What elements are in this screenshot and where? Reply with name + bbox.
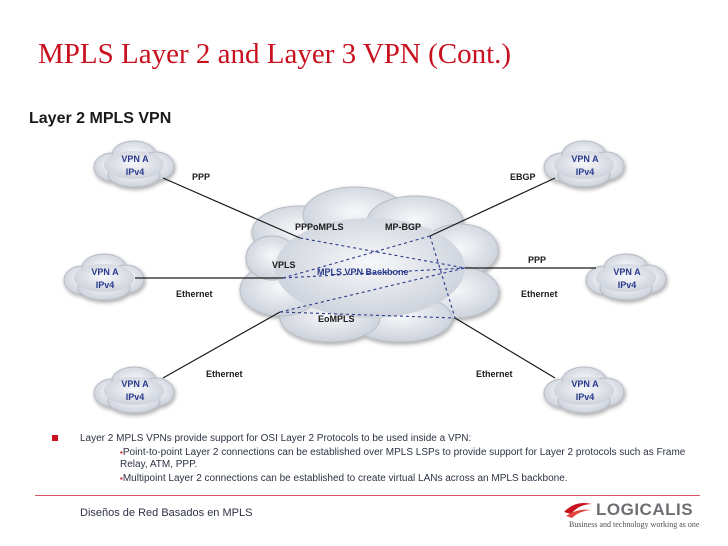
site-cloud-mid-right: [585, 253, 667, 301]
site-top-right-line2: IPv4: [576, 167, 595, 177]
link-top-right: [429, 177, 556, 237]
site-top-left-line2: IPv4: [126, 167, 145, 177]
label-ethernet-bottom-left: Ethernet: [206, 369, 243, 379]
site-top-right-line1: VPN A: [571, 154, 599, 164]
bullet-sub-1-text: Point-to-point Layer 2 connections can b…: [120, 447, 686, 470]
site-cloud-bottom-left: [93, 366, 175, 414]
label-vpls: VPLS: [272, 260, 296, 270]
logicalis-logo: LOGICALIS Business and technology workin…: [561, 498, 701, 532]
site-cloud-bottom-right: [543, 366, 625, 414]
label-ethernet-bottom-right: Ethernet: [476, 369, 513, 379]
vpn-diagram: VPN A IPv4 VPN A IPv4 VPN A IPv4 VPN A I…: [63, 140, 667, 414]
label-pppompls: PPPoMPLS: [295, 222, 344, 232]
site-cloud-top-right: [543, 140, 625, 188]
pseudowire-bgp-1: [282, 235, 431, 279]
site-mid-right-line1: VPN A: [613, 267, 641, 277]
site-mid-left-line1: VPN A: [91, 267, 119, 277]
bullet-sub-2-text: Multipoint Layer 2 connections can be es…: [122, 473, 568, 484]
site-cloud-top-left: [93, 140, 175, 188]
pseudowire-vpls-1: [282, 267, 466, 279]
slide-title: MPLS Layer 2 and Layer 3 VPN (Cont.): [38, 38, 512, 70]
logo-tagline: Business and technology working as one: [569, 520, 700, 529]
backbone-label: MPLS VPN Backbone: [317, 267, 409, 277]
pseudowire-ppp: [299, 237, 466, 269]
label-ebgp: EBGP: [510, 172, 536, 182]
site-bottom-right-line1: VPN A: [571, 379, 599, 389]
logo-swoosh-icon: [564, 503, 592, 518]
label-ppp-right: PPP: [528, 255, 546, 265]
pseudowire-vpls-2: [279, 267, 466, 313]
link-top-left: [162, 177, 301, 239]
site-bottom-right-line2: IPv4: [576, 392, 595, 402]
site-cloud-mid-left: [63, 253, 145, 301]
link-bottom-right: [454, 317, 556, 379]
label-mpbgp: MP-BGP: [385, 222, 421, 232]
bullet-sub-2: ▪Multipoint Layer 2 connections can be e…: [48, 473, 698, 485]
pseudowire-bgp-2: [429, 235, 456, 319]
pseudowire-eompls: [279, 311, 456, 319]
site-mid-right-line2: IPv4: [618, 280, 637, 290]
diagram-heading: Layer 2 MPLS VPN: [29, 110, 172, 127]
label-ethernet-left: Ethernet: [176, 289, 213, 299]
bullet-list: Layer 2 MPLS VPNs provide support for OS…: [48, 433, 698, 485]
sub-bullet-marker-icon: ▪: [120, 474, 123, 483]
footer-divider: [35, 495, 700, 496]
sub-bullet-marker-icon: ▪: [120, 448, 123, 457]
bullet-main: Layer 2 MPLS VPNs provide support for OS…: [48, 433, 698, 445]
site-mid-left-line2: IPv4: [96, 280, 115, 290]
label-ethernet-right: Ethernet: [521, 289, 558, 299]
site-bottom-left-line2: IPv4: [126, 392, 145, 402]
label-eompls: EoMPLS: [318, 314, 355, 324]
site-top-left-line1: VPN A: [121, 154, 149, 164]
label-ppp-left: PPP: [192, 172, 210, 182]
footer-text: Diseños de Red Basados en MPLS: [80, 507, 253, 519]
site-bottom-left-line1: VPN A: [121, 379, 149, 389]
bullet-sub-1: ▪Point-to-point Layer 2 connections can …: [48, 447, 698, 471]
backbone-cloud: [239, 186, 500, 343]
link-bottom-left: [162, 311, 281, 379]
logo-wordmark: LOGICALIS: [596, 500, 694, 519]
bullet-square-icon: [52, 435, 58, 441]
bullet-main-text: Layer 2 MPLS VPNs provide support for OS…: [80, 433, 472, 444]
